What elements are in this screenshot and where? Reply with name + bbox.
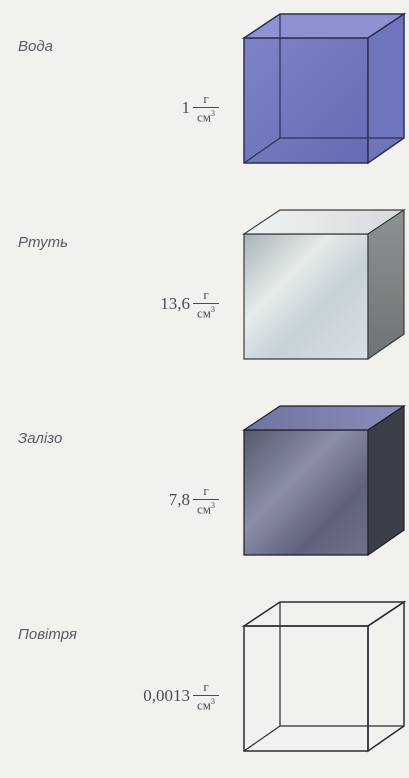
density-number: 1 [182, 98, 191, 118]
density-value: 1 г см3 [182, 92, 220, 123]
density-unit: г см3 [193, 484, 219, 515]
unit-denominator: см3 [197, 108, 215, 123]
unit-numerator: г [201, 484, 210, 499]
water-cube [236, 8, 408, 168]
unit-denominator: см3 [197, 304, 215, 319]
density-number: 7,8 [169, 490, 190, 510]
iron-cube [236, 400, 408, 560]
mercury-cube [236, 204, 408, 364]
air-cube [236, 596, 408, 756]
unit-numerator: г [201, 680, 210, 695]
density-unit: г см3 [193, 92, 219, 123]
density-value: 13,6 г см3 [160, 288, 219, 319]
density-number: 0,0013 [143, 686, 190, 706]
density-value: 0,0013 г см3 [143, 680, 219, 711]
substance-row-iron: Залізо 7,8 г см3 [0, 392, 409, 582]
substance-name: Залізо [18, 430, 62, 447]
substance-row-mercury: Ртуть 13,6 г см3 [0, 196, 409, 386]
density-unit: г см3 [193, 288, 219, 319]
density-unit: г см3 [193, 680, 219, 711]
density-number: 13,6 [160, 294, 190, 314]
substance-row-water: Вода 1 г см3 [0, 0, 409, 190]
unit-denominator: см3 [197, 696, 215, 711]
substance-name: Ртуть [18, 234, 68, 251]
unit-numerator: г [201, 288, 210, 303]
unit-denominator: см3 [197, 500, 215, 515]
substance-name: Повітря [18, 626, 77, 643]
substance-row-air: Повітря 0,0013 г см3 [0, 588, 409, 778]
unit-numerator: г [201, 92, 210, 107]
substance-name: Вода [18, 38, 53, 55]
density-value: 7,8 г см3 [169, 484, 219, 515]
